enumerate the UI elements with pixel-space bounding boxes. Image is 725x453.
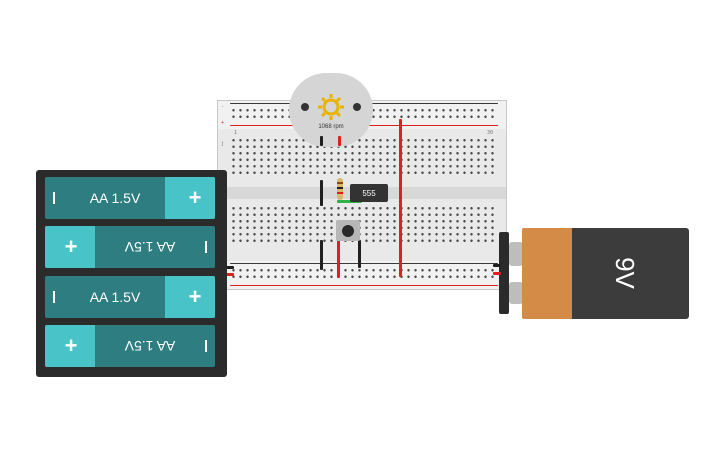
motor-lead-black <box>320 136 323 146</box>
black-wire-upper[interactable] <box>320 180 323 206</box>
green-wire[interactable] <box>337 200 362 203</box>
pack-plus-wire[interactable] <box>226 273 234 276</box>
motor-face <box>301 94 361 120</box>
black-wire-lower[interactable] <box>320 240 323 270</box>
battery9-wire-black[interactable] <box>493 264 501 267</box>
plus-icon: + <box>188 185 202 210</box>
battery-cell-3[interactable]: AA 1.5V + <box>45 276 215 318</box>
battery-cell-2[interactable]: + AA 1.5V <box>45 226 215 268</box>
plus-icon: + <box>64 234 78 259</box>
ic-555[interactable]: 555 <box>350 184 388 202</box>
dc-motor[interactable]: 1068 rpm <box>289 73 373 147</box>
black-wire-button[interactable] <box>358 240 361 268</box>
red-wire-lower[interactable] <box>337 238 340 278</box>
cell-label: AA 1.5V <box>124 338 176 354</box>
motor-lead-red <box>338 136 341 146</box>
resistor[interactable] <box>337 178 343 200</box>
cell-label: AA 1.5V <box>89 289 141 305</box>
cell-label: AA 1.5V <box>124 239 176 255</box>
minus-icon <box>205 241 207 253</box>
col-label-30: 30 <box>487 130 494 136</box>
ic-label: 555 <box>362 188 376 198</box>
rail-minus-label: - <box>221 104 225 110</box>
battery9-body <box>572 228 689 319</box>
bottom-terminal-strip[interactable] <box>230 205 498 245</box>
top-terminal-strip[interactable] <box>230 137 498 177</box>
battery9-orange-band <box>522 228 572 319</box>
motor-rpm-label: 1068 rpm <box>318 124 344 130</box>
minus-icon <box>53 291 55 303</box>
col-label-1: 1 <box>234 130 238 136</box>
minus-icon <box>53 192 55 204</box>
row-label-j: j <box>221 141 225 147</box>
plus-icon: + <box>188 284 202 309</box>
battery9-terminal-top <box>509 242 523 266</box>
battery-cell-4[interactable]: + AA 1.5V <box>45 325 215 367</box>
battery9-terminal-bottom <box>509 282 523 304</box>
battery9-wire-red[interactable] <box>493 272 501 275</box>
aa-battery-pack[interactable]: AA 1.5V + + AA 1.5V AA 1.5V + + AA 1.5V <box>36 170 227 377</box>
pushbutton-cap[interactable] <box>342 225 354 237</box>
red-wire-right[interactable] <box>399 119 402 277</box>
battery-9v[interactable] <box>522 228 689 319</box>
battery9-label: 9V <box>610 257 641 289</box>
battery9-clip[interactable] <box>499 232 509 314</box>
battery-cell-1[interactable]: AA 1.5V + <box>45 177 215 219</box>
sun-gear-icon <box>318 94 344 120</box>
cell-label: AA 1.5V <box>89 190 141 206</box>
rail-plus-label: + <box>221 120 225 126</box>
plus-icon: + <box>64 333 78 358</box>
pack-minus-wire[interactable] <box>226 266 234 269</box>
minus-icon <box>205 340 207 352</box>
bottom-power-rail <box>218 261 506 289</box>
